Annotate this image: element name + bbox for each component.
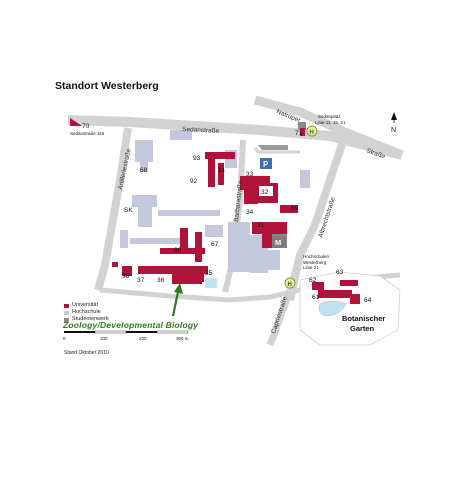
mensa-label: M xyxy=(275,238,281,247)
stop-symbol-2: H xyxy=(288,282,292,288)
building-32-marker: 32 xyxy=(259,186,273,196)
legend-label-studentenwerk: Studentenwerk xyxy=(72,316,109,322)
building-37-label: 37 xyxy=(137,277,145,284)
garden-label-1: Botanischer xyxy=(342,314,385,323)
scale-tick-200: 200 xyxy=(139,336,147,341)
building-33-label: 33 xyxy=(246,171,254,178)
building-61-label: 61 xyxy=(312,294,320,301)
sedanstrasse-road xyxy=(67,115,404,160)
legend-swatch-studentenwerk xyxy=(64,317,69,322)
building-91-label: 91 xyxy=(218,167,226,174)
artilleriestrasse-road xyxy=(94,127,132,292)
building-64-label: 64 xyxy=(364,297,372,304)
building-36-label: 36 xyxy=(157,277,165,284)
building-92-label: 92 xyxy=(190,178,198,185)
building-70-note: Sedanstraße 115 xyxy=(70,131,105,136)
north-arrow-icon: N xyxy=(391,112,397,134)
building-31-label: 31 xyxy=(257,222,265,229)
stop-symbol-1: H xyxy=(310,130,314,136)
pond xyxy=(205,278,217,288)
scale-tick-300: 300 m xyxy=(176,336,189,341)
building-68-label: 68 xyxy=(140,167,148,174)
parking-label: P xyxy=(263,160,269,169)
map-title: Standort Westerberg xyxy=(55,80,159,92)
stop-sedanplatz-lines: Linie 11, 15, 21 xyxy=(315,120,346,125)
stop-sedanplatz-label: Sedanplatz xyxy=(318,114,341,119)
legend-label-universitaet: Universität xyxy=(72,302,98,308)
natruper-road xyxy=(253,95,404,160)
road-label-sedanstrasse: Sedanstraße xyxy=(182,126,220,135)
building-69-label: 69 xyxy=(291,205,299,212)
legend-swatch-universitaet xyxy=(64,303,69,308)
highlight-arrow-icon xyxy=(171,283,183,317)
parking-lane xyxy=(253,147,300,154)
legend-row-hochschule: Hochschule xyxy=(64,309,109,316)
legend-label-hochschule: Hochschule xyxy=(72,309,101,315)
legend-swatch-hochschule xyxy=(64,310,69,315)
caprivistrasse-road xyxy=(266,261,302,347)
scale-tick-100: 100 xyxy=(100,336,108,341)
legend-row-universitaet: Universität xyxy=(64,302,109,309)
stop-hochschulen-label-2: Westerberg xyxy=(303,260,327,265)
mensa-marker: M xyxy=(272,236,286,248)
building-sk-label: SK xyxy=(124,207,133,214)
stop-hochschulen-lines: Linie 21 xyxy=(303,265,319,270)
stop-hochschulen-label-1: Hochschulen xyxy=(303,254,330,259)
north-label: N xyxy=(391,127,396,134)
bus-stop-sedanplatz: H xyxy=(306,125,318,137)
scale-tick-0: 0 xyxy=(63,336,66,341)
date-label: Stand Oktober 2010 xyxy=(64,350,109,356)
building-34-label: 34 xyxy=(246,209,254,216)
building-70-label: 70 xyxy=(82,123,90,130)
scale-bar: 0 100 200 300 m xyxy=(63,330,189,341)
building-35-label: 35 xyxy=(205,270,213,277)
building-66-label: 66 xyxy=(174,247,182,254)
building-63-label: 63 xyxy=(336,269,344,276)
building-62-label: 62 xyxy=(309,277,317,284)
legend-row-studentenwerk: Studentenwerk xyxy=(64,316,109,323)
building-32-label: 32 xyxy=(261,189,269,196)
building-38-label: 38 xyxy=(122,273,130,280)
garden-label-2: Garten xyxy=(350,324,375,333)
building-67-label: 67 xyxy=(211,241,219,248)
building-93-label: 93 xyxy=(193,155,201,162)
bus-stop-hochschulen: H xyxy=(284,277,296,289)
legend: Universität Hochschule Studentenwerk xyxy=(64,302,109,323)
building-71-label: 71 xyxy=(295,130,303,137)
highlight-label: Zoology/Developmental Biology xyxy=(63,320,199,330)
parking-marker: P xyxy=(260,158,272,169)
road-label-barbarastrasse: Barbarastraße xyxy=(233,180,244,222)
